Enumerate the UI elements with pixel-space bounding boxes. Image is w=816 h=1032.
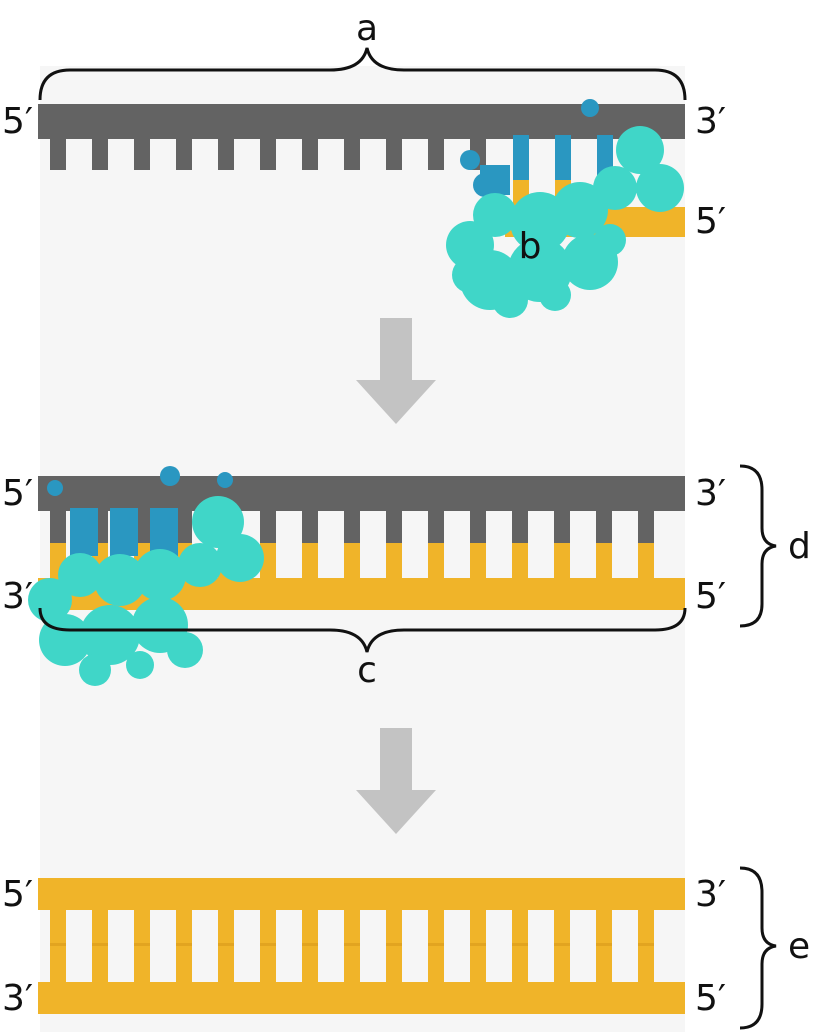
stage2-right-top-end-label: 3′ [695,473,726,514]
stage1-enzyme-blob [446,126,684,318]
stage3-left-top-end-label: 5′ [2,874,33,915]
stage2-left-bottom-end-label: 3′ [2,576,33,617]
stage3-bottom-dna-strand-backbone [38,982,685,1014]
stage3-rung-seams [50,943,654,946]
stage3-left-bottom-end-label: 3′ [2,978,33,1019]
stage1-rna-strand-teeth [50,135,486,170]
stage-3-double-stranded-dna: e 5′ 3′ 3′ 5′ [2,866,810,1030]
stage3-right-bottom-end-label: 5′ [695,978,726,1019]
brace-d [739,464,777,628]
label-e: e [788,926,810,967]
stage1-rna-dna-hybrid [460,99,613,197]
stage2-rna-dna-hybrid [47,466,233,556]
arrow-down-icon [356,728,436,834]
stage2-rna-strand-backbone [38,476,685,511]
stage2-right-bottom-end-label: 5′ [695,576,726,617]
stage2-rna-strand-teeth [50,508,654,543]
stage-1-rna-template-with-primer: a b 5′ 3′ 5′ [2,8,726,318]
stage3-right-top-end-label: 3′ [695,874,726,915]
label-c: c [357,650,377,691]
brace-e [739,866,777,1030]
stage1-rna-strand-backbone [38,104,685,139]
label-b: b [519,226,542,267]
label-a: a [356,8,378,49]
label-d: d [788,526,811,567]
stage2-left-top-end-label: 5′ [2,473,33,514]
stage1-right-bottom-end-label: 5′ [695,201,726,242]
arrow-down-icon [356,318,436,424]
brace-a [38,47,687,101]
stage1-right-top-end-label: 3′ [695,101,726,142]
stage-2-rna-dna-hybrid: c d 5′ 3′ 3′ 5′ [2,464,811,691]
brace-c [38,607,687,653]
stage3-top-dna-strand-backbone [38,878,685,910]
stage1-left-end-label: 5′ [2,101,33,142]
